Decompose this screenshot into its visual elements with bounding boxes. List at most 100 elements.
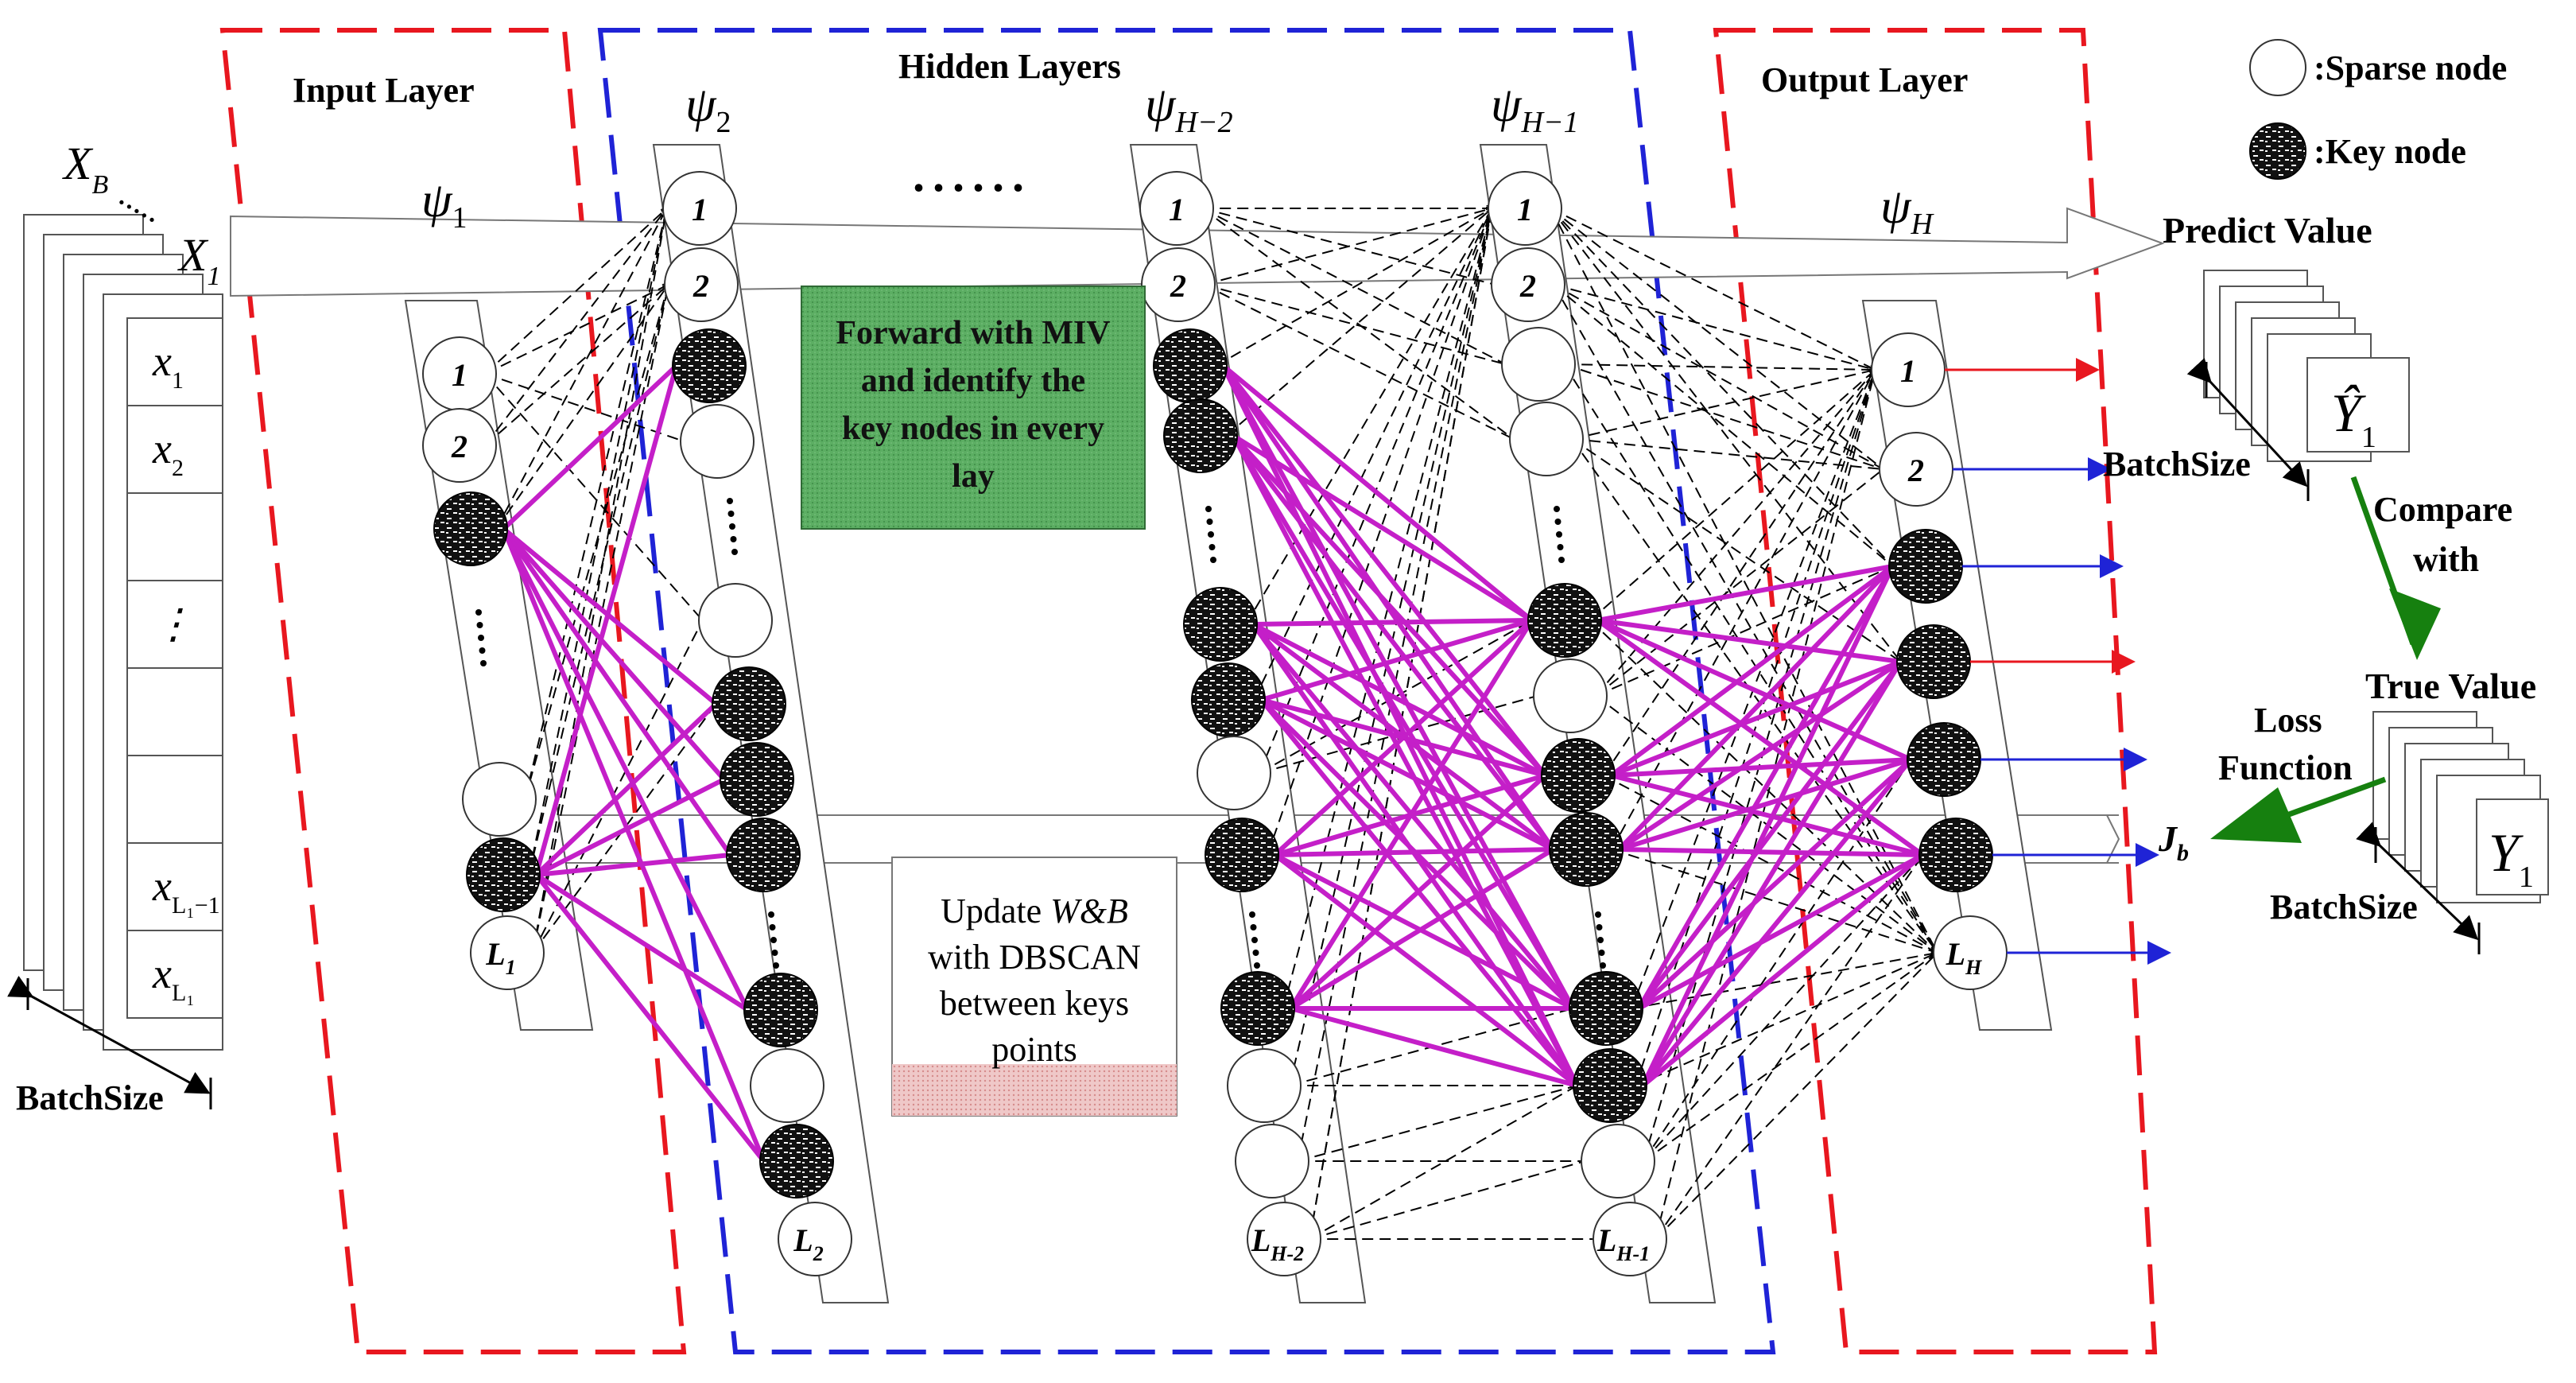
input-cell-1: x1 [152, 337, 184, 394]
dashed-connection [1611, 849, 1937, 953]
legend-sparse-label: :Sparse node [2314, 49, 2507, 87]
ellipsis-dot [770, 937, 777, 943]
psi2-label: ψ2 [685, 78, 731, 139]
key-connection [1618, 757, 1912, 852]
sparse-node [1581, 1124, 1655, 1198]
key-connection [1221, 363, 1534, 623]
node-label: 2 [1519, 268, 1536, 304]
compare-label-1: Compare [2373, 490, 2512, 529]
key-connection [1610, 659, 1902, 778]
sparse-node [750, 1048, 824, 1123]
batch-size-arrow-2 [2186, 357, 2310, 501]
input-cell-2: x2 [152, 425, 184, 481]
dashed-connection [1267, 208, 1492, 856]
key-node [1191, 662, 1266, 737]
key-node [759, 1124, 834, 1198]
psiH2-label: ψH−2 [1145, 78, 1233, 139]
compare-arrowhead [2389, 589, 2441, 660]
key-connections [501, 363, 1925, 1163]
right-panel: Predict Value Ŷ1 BatchSize Compare with … [2103, 210, 2549, 954]
key-connection [534, 701, 718, 877]
ellipsis-dot [1556, 531, 1562, 538]
sparse-node: L1 [470, 915, 545, 990]
key-connection [1231, 434, 1580, 1087]
sparse-node: 1 [422, 336, 497, 411]
hidden-layer-border [597, 28, 1776, 1354]
dashed-connection [1201, 208, 1507, 365]
dashed-connection [484, 373, 704, 621]
key-connection [1273, 853, 1579, 1088]
node-label: L2 [793, 1222, 823, 1265]
key-node [1907, 722, 1981, 797]
key-node [726, 818, 801, 892]
key-connection [1641, 758, 1913, 1087]
input-cell-4: ⋮ [153, 602, 194, 647]
ellipsis-dot [476, 622, 483, 628]
key-connection [1609, 564, 1895, 778]
forward-box-line-4: lay [952, 458, 995, 495]
sparse-node [680, 404, 755, 479]
sparse-node [1501, 327, 1576, 402]
key-connection [1619, 847, 1923, 857]
update-box-line-1: Update W&B [941, 892, 1128, 930]
dashed-connection [1201, 208, 1496, 286]
dashed-connection [1571, 438, 1902, 662]
loss-label-2: Function [2218, 748, 2353, 787]
key-connection [1637, 660, 1903, 1010]
dashed-connection [1589, 370, 1875, 621]
ellipsis-dot [730, 536, 737, 542]
key-connection [501, 527, 751, 1012]
key-connection [1640, 660, 1903, 1087]
legend: :Sparse node :Key node [2249, 39, 2507, 180]
ellipsis-dot [1208, 544, 1216, 550]
hidden-ellipsis: ...... [913, 149, 1032, 201]
key-connection [1617, 659, 1903, 852]
psiH-label: ψH [1880, 180, 1935, 241]
sparse-node [1509, 402, 1584, 476]
update-box-line-3: between keys [940, 984, 1129, 1023]
dashed-connection [528, 208, 666, 876]
ellipsis-dot [1595, 911, 1601, 918]
sparse-node [1227, 1048, 1302, 1123]
sparse-node: L2 [778, 1202, 852, 1276]
dashed-connection [532, 620, 704, 954]
ellipsis-dot [1597, 937, 1604, 943]
key-node [1220, 971, 1295, 1046]
node-label: 2 [692, 268, 709, 304]
key-node [672, 328, 747, 403]
batch-size-label-input: BatchSize [16, 1078, 164, 1117]
dashed-connection [495, 208, 666, 530]
dashed-connection [1203, 284, 1515, 440]
sparse-node: 1 [662, 171, 737, 246]
key-node [743, 973, 818, 1047]
x1-label: X1 [177, 229, 220, 291]
key-connection [1640, 565, 1895, 1087]
dashed-connection [1225, 208, 1492, 437]
key-connection [1596, 618, 1925, 857]
dashed-connection [1553, 284, 1894, 567]
update-box: Update W&B with DBSCAN between keys poin… [891, 857, 1177, 1117]
true-symbol: Y1 [2489, 822, 2534, 894]
key-connection [1260, 697, 1554, 852]
key-connection [1232, 433, 1547, 778]
node-label: 1 [1900, 353, 1916, 389]
dashed-connection [1563, 363, 1884, 470]
legend-key-node [2249, 122, 2306, 180]
dashed-connection [1595, 468, 1884, 697]
dashed-connection [1643, 759, 1912, 1162]
dashed-connection [1635, 953, 1937, 1086]
dashed-connection [1595, 565, 1894, 697]
node-label: 1 [1517, 192, 1533, 227]
key-connection [1232, 434, 1555, 851]
key-connection [1252, 622, 1546, 778]
update-box-line-4: points [991, 1030, 1077, 1069]
key-connection [1221, 364, 1547, 777]
key-node [1888, 529, 1963, 604]
key-connection [1610, 773, 1924, 857]
dashed-connection [1550, 208, 1902, 662]
dashed-connection [1571, 438, 1937, 953]
ellipsis-dot [1252, 950, 1259, 956]
predict-stack [2203, 270, 2410, 462]
